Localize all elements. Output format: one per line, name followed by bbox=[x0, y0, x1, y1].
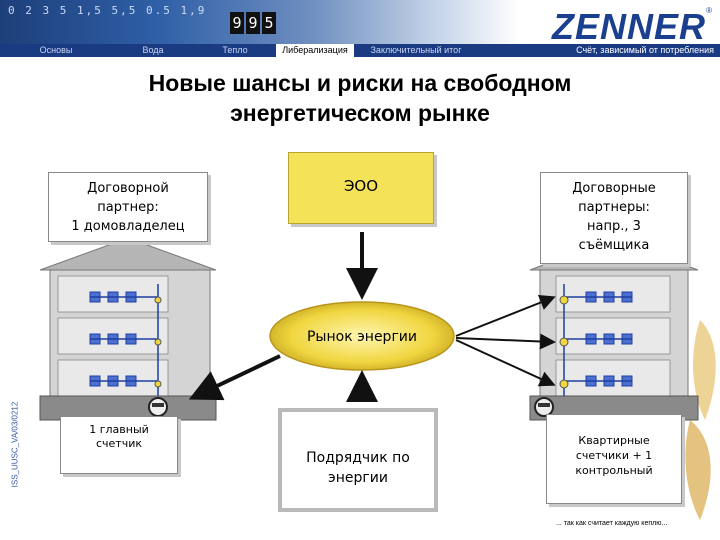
registered-mark: ® bbox=[706, 6, 712, 15]
box-line: 1 главный bbox=[89, 423, 149, 436]
box-line: Договорные bbox=[572, 181, 656, 196]
main-meter-box: 1 главный счетчик bbox=[60, 416, 178, 474]
counter-digit: 9 bbox=[230, 12, 244, 34]
counter-digit: 9 bbox=[246, 12, 260, 34]
apartment-meters-box: Квартирные счетчики + 1 контрольный bbox=[546, 414, 682, 504]
section-navbar: Основы Вода Тепло Либерализация Заключит… bbox=[0, 44, 720, 57]
nav-item-billing[interactable]: Счёт, зависимый от потребления bbox=[576, 45, 714, 55]
box-line: Квартирные bbox=[578, 434, 650, 447]
zenner-logo: ZENNER bbox=[551, 6, 706, 47]
right-partners-box: Договорные партнеры: напр., 3 съёмщика bbox=[540, 172, 688, 264]
counter-digit: 5 bbox=[262, 12, 276, 34]
box-line: 1 домовладелец bbox=[71, 219, 185, 234]
title-line: энергетическом рынке bbox=[230, 100, 490, 126]
nav-item-liberalization[interactable]: Либерализация bbox=[276, 44, 354, 57]
box-line: Подрядчик по bbox=[306, 450, 410, 466]
nav-item-water[interactable]: Вода bbox=[142, 45, 164, 55]
leaf-decoration bbox=[685, 420, 711, 520]
nav-item-conclusion[interactable]: Заключительный итог bbox=[370, 45, 462, 55]
arrow-market-to-left bbox=[188, 354, 281, 401]
box-line: Договорной bbox=[87, 181, 169, 196]
meter-counter: 9 9 5 bbox=[230, 12, 276, 34]
box-line: контрольный bbox=[575, 464, 653, 477]
background-digits: 0 2 3 5 1,5 5,5 0.5 1,9 bbox=[8, 4, 207, 17]
right-building bbox=[529, 237, 699, 421]
title-line: Новые шансы и риски на свободном bbox=[148, 70, 572, 96]
arrow-market-to-right bbox=[455, 333, 556, 350]
box-line: ЭОО bbox=[343, 177, 379, 195]
roof bbox=[39, 237, 217, 271]
box-line: партнер: bbox=[97, 200, 159, 215]
energy-market-label: Рынок энергии bbox=[306, 329, 417, 345]
header-banner-image: 0 2 3 5 1,5 5,5 0.5 1,9 9 9 5 bbox=[0, 0, 520, 44]
eoo-box: ЭОО bbox=[288, 152, 434, 224]
arrow-market-to-right bbox=[455, 294, 556, 337]
left-partner-box: Договорной партнер: 1 домовладелец bbox=[48, 172, 208, 242]
page-title: Новые шансы и риски на свободном энергет… bbox=[0, 68, 720, 128]
nav-item-heat[interactable]: Тепло bbox=[222, 45, 248, 55]
left-building bbox=[39, 237, 217, 421]
box-line: партнеры: bbox=[578, 200, 650, 215]
footnote: ... так как считает каждую кеплю... bbox=[556, 520, 668, 527]
box-line: энергии bbox=[328, 470, 388, 486]
supplier-box: Подрядчик по энергии bbox=[278, 408, 438, 512]
box-line: счетчик bbox=[95, 437, 142, 450]
nav-item-basics[interactable]: Основы bbox=[39, 45, 73, 55]
box-line: счетчики + 1 bbox=[575, 449, 653, 462]
box-line: напр., 3 bbox=[587, 219, 641, 234]
box-line: съёмщика bbox=[578, 238, 650, 253]
leaf-decoration bbox=[693, 320, 716, 420]
arrow-market-to-right bbox=[455, 339, 556, 387]
